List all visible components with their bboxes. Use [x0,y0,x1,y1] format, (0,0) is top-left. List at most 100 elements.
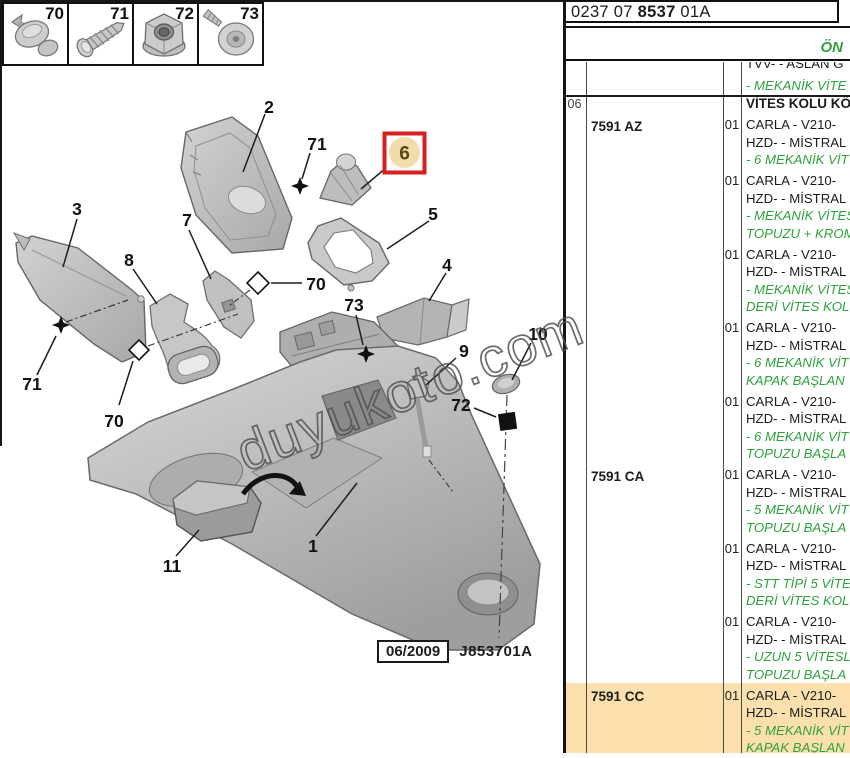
description: CARLA - V210-HZD- - MİSTRAL- UZUN 5 VİTE… [741,613,850,683]
label-73: 73 [344,295,364,315]
part-6-gear-boot [319,153,372,206]
catalog-code-header: 0237 07 8537 01A [563,0,839,23]
ref-cell [563,463,586,684]
part-11-lid [172,480,262,542]
code-prefix: 0237 07 [571,3,638,21]
quantity: 01 [724,246,740,262]
desc-note-line: TOPUZU BAŞLA [746,446,847,461]
label-8: 8 [124,250,134,270]
part-group: 7591 CC 01 CARLA - V210- HZD- - MİSTRAL - 5 … [563,683,850,753]
variant-block: 01 CARLA - V210- HZD- - MİSTRAL - MEKANİK V… [723,246,850,316]
push-rivet-icon [10,13,59,57]
label-71a: 71 [307,134,327,154]
motion-arrow [240,473,306,496]
quantity: 01 [724,117,740,132]
fastener-axis-line [229,289,251,306]
quantity: 01 [724,393,740,409]
screw-marker-71-top [291,177,309,195]
label-11: 11 [163,556,182,576]
drawing-code: J853701A [459,643,533,660]
section-band: ÖN [563,26,850,61]
description: CARLA - V210-HZD- - MİSTRAL- 6 MEKANİK V… [741,319,850,389]
fastener-box-72: 72 [132,2,199,66]
washer-screw-icon [202,8,255,56]
clipped-row: TVV- - ASLAN G - MEKANİK VİTE [563,62,850,95]
desc-line: HZD- - MİSTRAL [746,558,847,573]
rivet-marker-70-bottom [127,338,151,362]
label-1: 1 [308,536,318,556]
fastener-number: 73 [240,4,259,23]
fastener-box-70: 70 [2,2,69,66]
description: CARLA - V210-HZD- - MİSTRAL- 6 MEKANİK V… [741,116,850,169]
part-number[interactable]: 7591 AZ [591,118,643,134]
desc-note-line: - 6 MEKANİK VİT [746,355,849,370]
description: CARLA - V210-HZD- - MİSTRAL- MEKANİK VİT… [741,172,850,242]
desc-note-line: - 5 MEKANİK VİT [746,502,849,517]
quantity: 01 [724,173,740,188]
desc-line: CARLA - V210- [746,246,837,262]
fastener-axis-line [498,394,508,639]
quantity: 01 [724,467,740,482]
quantity: 01 [724,320,740,335]
label-9: 9 [459,341,469,361]
desc-line: HZD- - MİSTRAL [746,264,847,279]
fastener-number: 72 [175,4,194,23]
label-72: 72 [451,395,471,415]
desc-line: CARLA - V210- [746,687,837,703]
desc-line: HZD- - MİSTRAL [746,705,847,720]
part-8-air-duct [147,293,239,385]
desc-note-line: TOPUZU + KROM [746,225,850,241]
ref-cell [563,683,586,753]
parts-table-pane: 0237 07 8537 01A ÖN TVV- - ASLAN G - MEK… [563,0,850,758]
highlighted-callout-6[interactable]: 6 [382,131,427,175]
fastener-number: 71 [110,4,129,23]
label-7: 7 [182,210,192,230]
part-5-bezel [307,217,390,292]
desc-note-line: - MEKANİK VİTES [746,281,850,297]
quantity: 01 [724,687,740,703]
description: CARLA - V210- HZD- - MİSTRAL - MEKANİK VİT… [741,246,850,316]
description: CARLA - V210-HZD- - MİSTRAL- 5 MEKANİK V… [741,466,850,536]
desc-line: CARLA - V210- [746,173,837,188]
screw-marker-71-left [52,316,70,334]
desc-note-line: DERİ VİTES KOL [746,593,850,608]
desc-note-line: - 5 MEKANİK VİT [746,722,849,738]
clipped-line-2: - MEKANİK VİTE [746,78,847,93]
part-1-console-body [87,345,541,651]
label-5: 5 [428,204,438,224]
code-bold: 8537 [637,3,676,21]
fastener-72-square [497,411,518,432]
part-number[interactable]: 7591 CC [591,689,645,704]
desc-note-line: KAPAK BAŞLAN [746,740,845,753]
rivet-marker-70-top [245,270,271,296]
desc-line: CARLA - V210- [746,467,837,482]
desc-note-line: TOPUZU BAŞLA [746,666,847,682]
desc-line: CARLA - V210- [746,540,837,556]
description: CARLA - V210-HZD- - MİSTRAL- STT TİPİ 5 … [741,540,850,610]
clipped-line-1: TVV- - ASLAN G [746,62,844,71]
label-2: 2 [264,97,274,117]
svg-text:6: 6 [399,144,410,165]
quantity: 01 [724,540,740,556]
desc-line: HZD- - MİSTRAL [746,411,847,426]
section-band-label: ÖN [820,39,844,56]
label-10: 10 [528,324,548,344]
variant-block: 01 CARLA - V210- HZD- - MİSTRAL - 5 MEKANİK… [723,687,850,754]
desc-line: HZD- - MİSTRAL [746,631,847,647]
part-number[interactable]: 7591 CA [591,468,645,484]
desc-note-line: - UZUN 5 VİTESL [746,649,850,664]
section-row: 06 VİTES KOLU KÖ [563,95,850,113]
fastener-box-71: 71 [67,2,134,66]
desc-line: CARLA - V210- [746,320,837,335]
variant-blocks: 01 CARLA - V210- HZD- - MİSTRAL - 5 MEKANİK… [723,683,850,754]
section-title: VİTES KOLU KÖ [746,96,850,111]
revision-date: 06/2009 [377,640,450,663]
